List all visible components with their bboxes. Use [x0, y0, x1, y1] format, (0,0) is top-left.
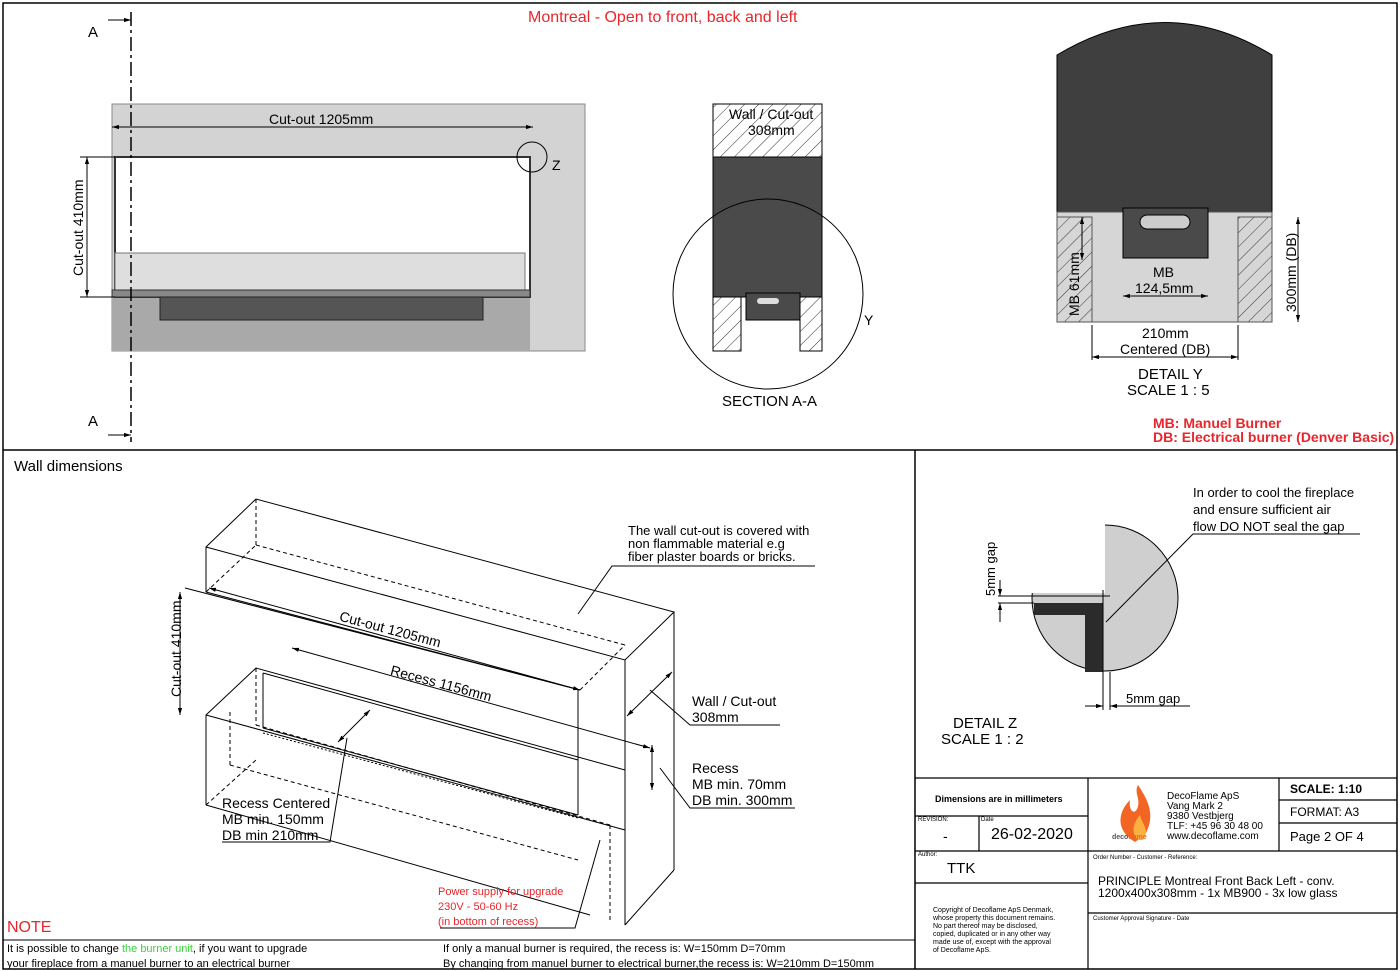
company-line: www.decoflame.com: [1167, 831, 1259, 842]
revision-label: REVISION:: [918, 817, 949, 823]
author-label: Author:: [918, 852, 938, 858]
db-height-label: 300mm (DB): [1283, 232, 1299, 312]
gap-horizontal-label: 5mm gap: [1126, 691, 1181, 706]
recess-depth-line: DB min. 300mm: [692, 792, 793, 808]
mb-height-label: MB 61mm: [1066, 252, 1082, 316]
power-supply-line: (in bottom of recess): [438, 916, 539, 928]
iso-recess-centered: Recess Centered MB min. 150mm DB min 210…: [222, 795, 330, 843]
detail-y-marker: Y: [864, 312, 874, 328]
note-line-3: If only a manual burner is required, the…: [443, 943, 786, 955]
page-number: Page 2 OF 4: [1290, 829, 1364, 844]
power-supply-line: 230V - 50-60 Hz: [438, 901, 519, 913]
detail-z-caption: DETAIL Z: [953, 715, 1018, 732]
cutout-height-label: Cut-out 410mm: [70, 179, 86, 276]
detail-z-marker: Z: [552, 157, 561, 173]
section-aa-drawing: [672, 103, 864, 390]
legend-db: DB: Electrical burner (Denver Basic): [1153, 429, 1395, 445]
detail-y-caption: DETAIL Y: [1138, 366, 1203, 383]
air-gap-note-line: and ensure sufficient air: [1193, 502, 1331, 517]
note-text: It is possible to change: [7, 943, 122, 955]
power-supply-line: Power supply for upgrade: [438, 886, 564, 898]
iso-cutout-height: Cut-out 410mm: [168, 600, 184, 697]
copyright-line: No part thereof may be disclosed,: [933, 923, 1038, 930]
recess-depth-line: Recess: [692, 760, 739, 776]
section-wall-label: Wall / Cut-out: [729, 106, 814, 122]
copyright-line: made use of, except with the approval: [933, 939, 1051, 946]
reference-line: 1200x400x308mm - 1x MB900 - 3x low glass: [1098, 886, 1338, 900]
order-reference: PRINCIPLE Montreal Front Back Left - con…: [1098, 875, 1337, 899]
recess-centered-line: MB min. 150mm: [222, 811, 324, 827]
logo-text: flame: [1128, 834, 1147, 841]
wall-depth-line: 308mm: [692, 709, 739, 725]
author-value: TTK: [947, 860, 976, 877]
recess-centered-line: Recess Centered: [222, 795, 331, 811]
revision-value: -: [943, 828, 948, 844]
cover-note-line: The wall cut-out is covered with: [628, 523, 810, 538]
detail-y-drawing: [1056, 22, 1301, 360]
approval-signature-label: Customer Approval Signature - Date: [1093, 916, 1190, 922]
gap-vertical-label: 5mm gap: [983, 541, 998, 596]
copyright-line: whose property this document remains.: [933, 915, 1056, 922]
section-marker-bottom: A: [88, 413, 99, 430]
iso-wall-depth: Wall / Cut-out 308mm: [692, 693, 776, 725]
detail-y-scale: SCALE 1 : 5: [1127, 382, 1210, 399]
date-label: Date: [981, 817, 994, 823]
mb-width-value: 124,5mm: [1135, 280, 1194, 296]
detail-z-drawing: [997, 520, 1360, 710]
copyright-line: Copyright of Decoflame ApS Denmark,: [933, 907, 1054, 914]
scale-value: SCALE: 1:10: [1290, 782, 1363, 796]
mb-width-label: MB: [1153, 264, 1174, 280]
note-line-1: It is possible to change the burner unit…: [7, 941, 307, 957]
format-value: FORMAT: A3: [1290, 805, 1360, 819]
title-block-frame: [915, 777, 1397, 969]
company-line: DecoFlame ApS: [1167, 791, 1240, 802]
cover-note-line: fiber plaster boards or bricks.: [628, 549, 796, 564]
recess-centered-line: DB min 210mm: [222, 827, 319, 843]
note-highlight: the burner unit: [121, 943, 193, 955]
company-line: 9380 Vestbjerg: [1167, 811, 1234, 822]
db-width-label: 210mm: [1142, 325, 1189, 341]
power-supply-note: Power supply for upgrade 230V - 50-60 Hz…: [438, 885, 563, 930]
logo-text: deco: [1112, 834, 1129, 841]
recess-depth-line: MB min. 70mm: [692, 776, 787, 792]
wall-dimensions-heading: Wall dimensions: [14, 458, 123, 475]
dimensions-note: Dimensions are in millimeters: [935, 794, 1063, 804]
air-gap-note-line: In order to cool the fireplace: [1193, 485, 1355, 500]
reference-label: Order Number - Customer - Reference:: [1093, 855, 1198, 861]
drawing-title: Montreal - Open to front, back and left: [528, 9, 798, 26]
air-gap-note: In order to cool the fireplace and ensur…: [1193, 484, 1354, 535]
copyright-notice: Copyright of Decoflame ApS Denmark, whos…: [933, 907, 1055, 955]
section-marker-top: A: [88, 24, 99, 41]
iso-recess-depth: Recess MB min. 70mm DB min. 300mm: [692, 760, 792, 808]
cover-note: The wall cut-out is covered with non fla…: [628, 524, 809, 563]
copyright-line: copied, duplicated or in any other way: [933, 931, 1051, 938]
reference-line: PRINCIPLE Montreal Front Back Left - con…: [1098, 874, 1335, 888]
section-aa-caption: SECTION A-A: [722, 393, 818, 410]
db-width-note: Centered (DB): [1120, 341, 1211, 357]
detail-z-scale: SCALE 1 : 2: [941, 731, 1024, 748]
note-line-2: your fireplace from a manuel burner to a…: [7, 958, 291, 970]
cutout-width-label: Cut-out 1205mm: [269, 111, 374, 127]
cover-note-line: non flammable material e.g: [628, 536, 785, 551]
company-line: Vang Mark 2: [1167, 801, 1223, 812]
section-wall-size: 308mm: [748, 122, 795, 138]
copyright-line: of Decoflame ApS.: [933, 947, 991, 954]
note-line-4: By changing from manuel burner to electr…: [443, 958, 875, 970]
company-address: DecoFlame ApS Vang Mark 2 9380 Vestbjerg…: [1167, 792, 1263, 842]
company-line: TLF: +45 96 30 48 00: [1167, 821, 1263, 832]
wall-depth-line: Wall / Cut-out: [692, 693, 777, 709]
decoflame-logo-icon: [1120, 785, 1151, 842]
wall-isometric-drawing: [177, 498, 815, 929]
note-heading: NOTE: [7, 919, 52, 936]
note-text: , if you want to upgrade: [192, 943, 308, 955]
front-view-drawing: [80, 12, 586, 442]
logo-wordmark: decoflame: [1112, 834, 1147, 842]
legend-mb: MB: Manuel Burner: [1153, 415, 1282, 431]
date-value: 26-02-2020: [991, 826, 1073, 843]
air-gap-note-line: flow DO NOT seal the gap: [1193, 519, 1345, 534]
